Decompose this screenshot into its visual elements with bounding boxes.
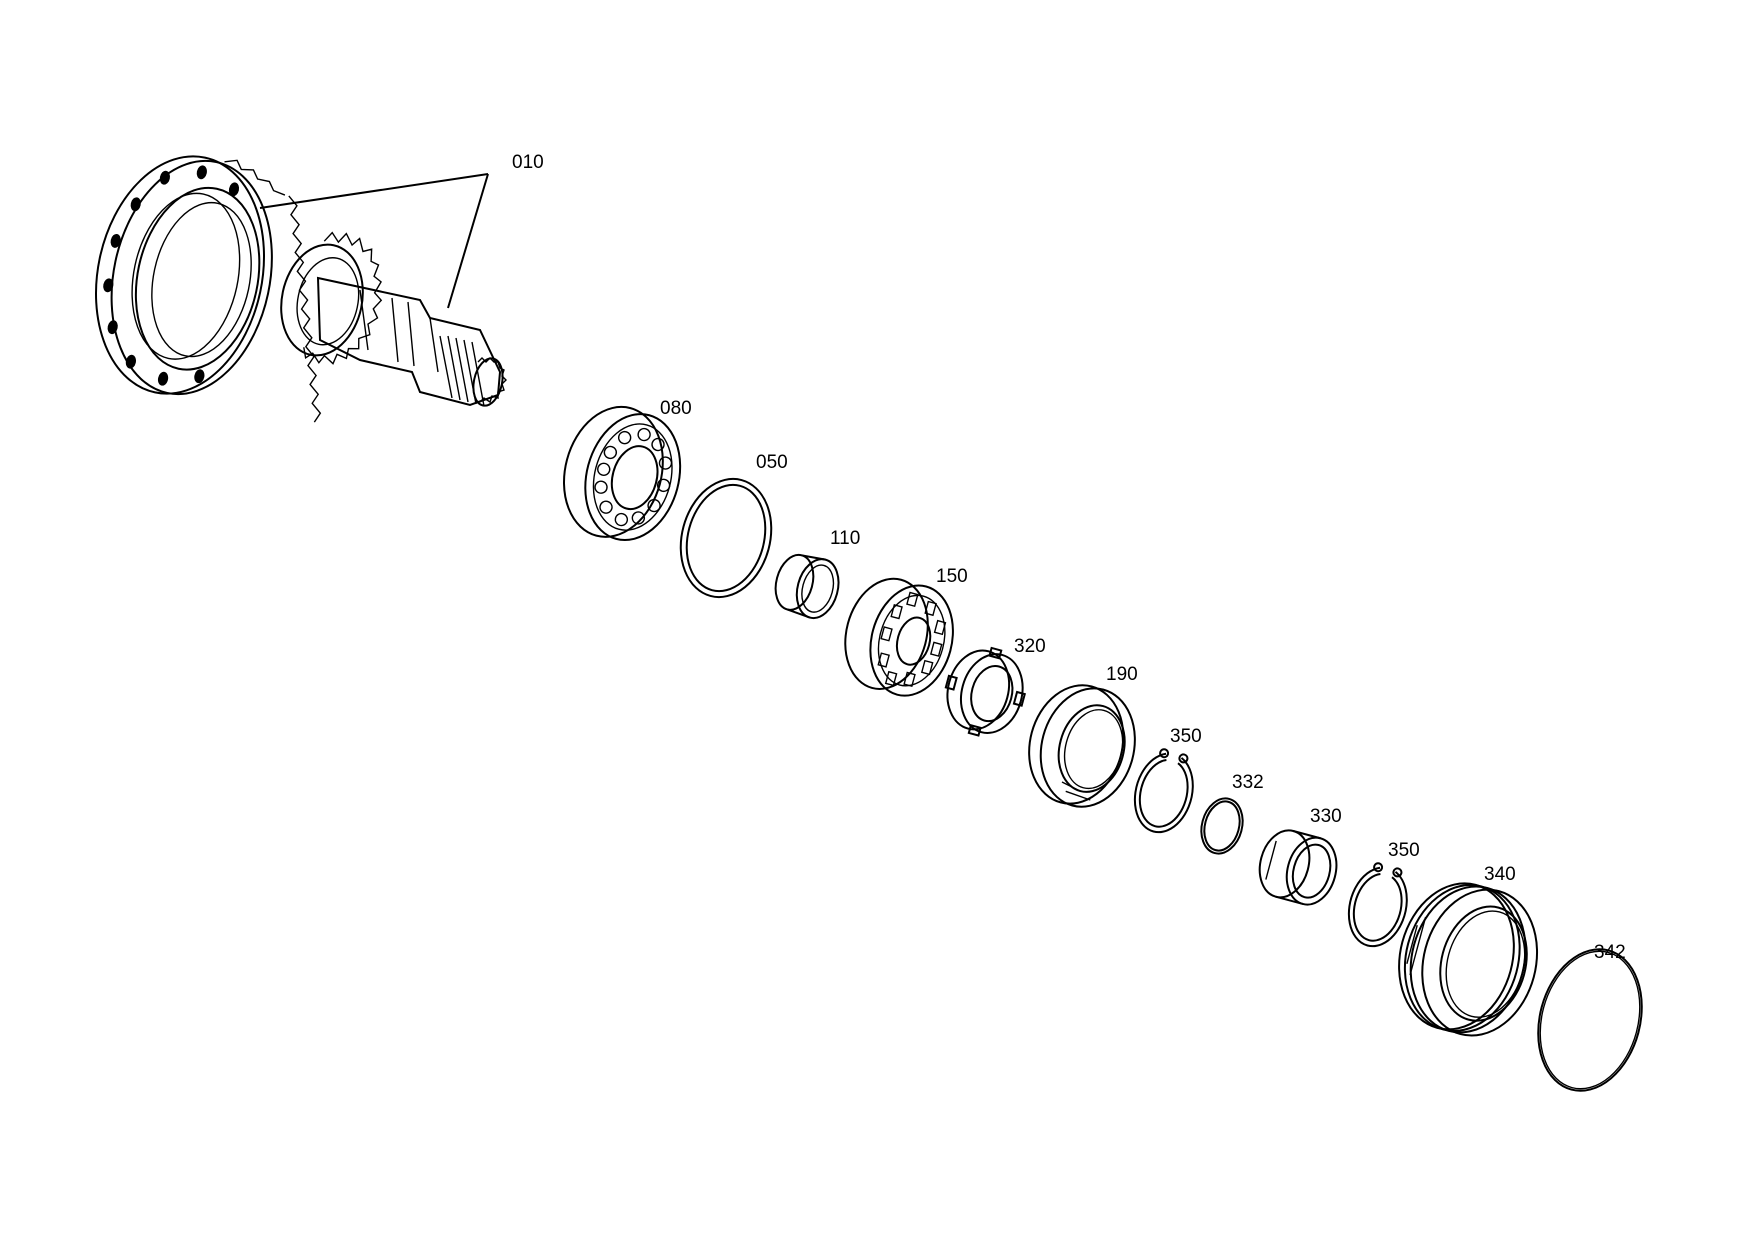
- label-320: 320: [1014, 636, 1046, 657]
- o-ring-332: [1200, 797, 1244, 855]
- leader-010: [259, 173, 489, 309]
- seal-190: [1028, 684, 1136, 808]
- label-342: 342: [1594, 942, 1626, 963]
- label-350a: 350: [1170, 726, 1202, 747]
- sleeve-110: [774, 553, 840, 620]
- label-190: 190: [1106, 664, 1138, 685]
- label-150: 150: [936, 566, 968, 587]
- label-350b: 350: [1388, 840, 1420, 861]
- crown-wheel: [95, 155, 322, 423]
- bushing-330: [1258, 829, 1338, 906]
- label-340: 340: [1484, 864, 1516, 885]
- label-050: 050: [756, 452, 788, 473]
- nut-320: [944, 646, 1027, 737]
- pinion-shaft: [280, 231, 507, 407]
- bearing-150: [844, 577, 954, 697]
- o-ring-342: [1537, 948, 1643, 1092]
- label-330: 330: [1310, 806, 1342, 827]
- snap-ring-350b: [1347, 862, 1408, 948]
- bearing-080: [562, 405, 682, 542]
- label-010: 010: [512, 152, 544, 173]
- label-110: 110: [830, 528, 860, 549]
- snap-ring-350a: [1133, 748, 1194, 834]
- label-332: 332: [1232, 772, 1264, 793]
- shim-050: [679, 477, 773, 599]
- cover-340: [1398, 882, 1539, 1037]
- label-080: 080: [660, 398, 692, 419]
